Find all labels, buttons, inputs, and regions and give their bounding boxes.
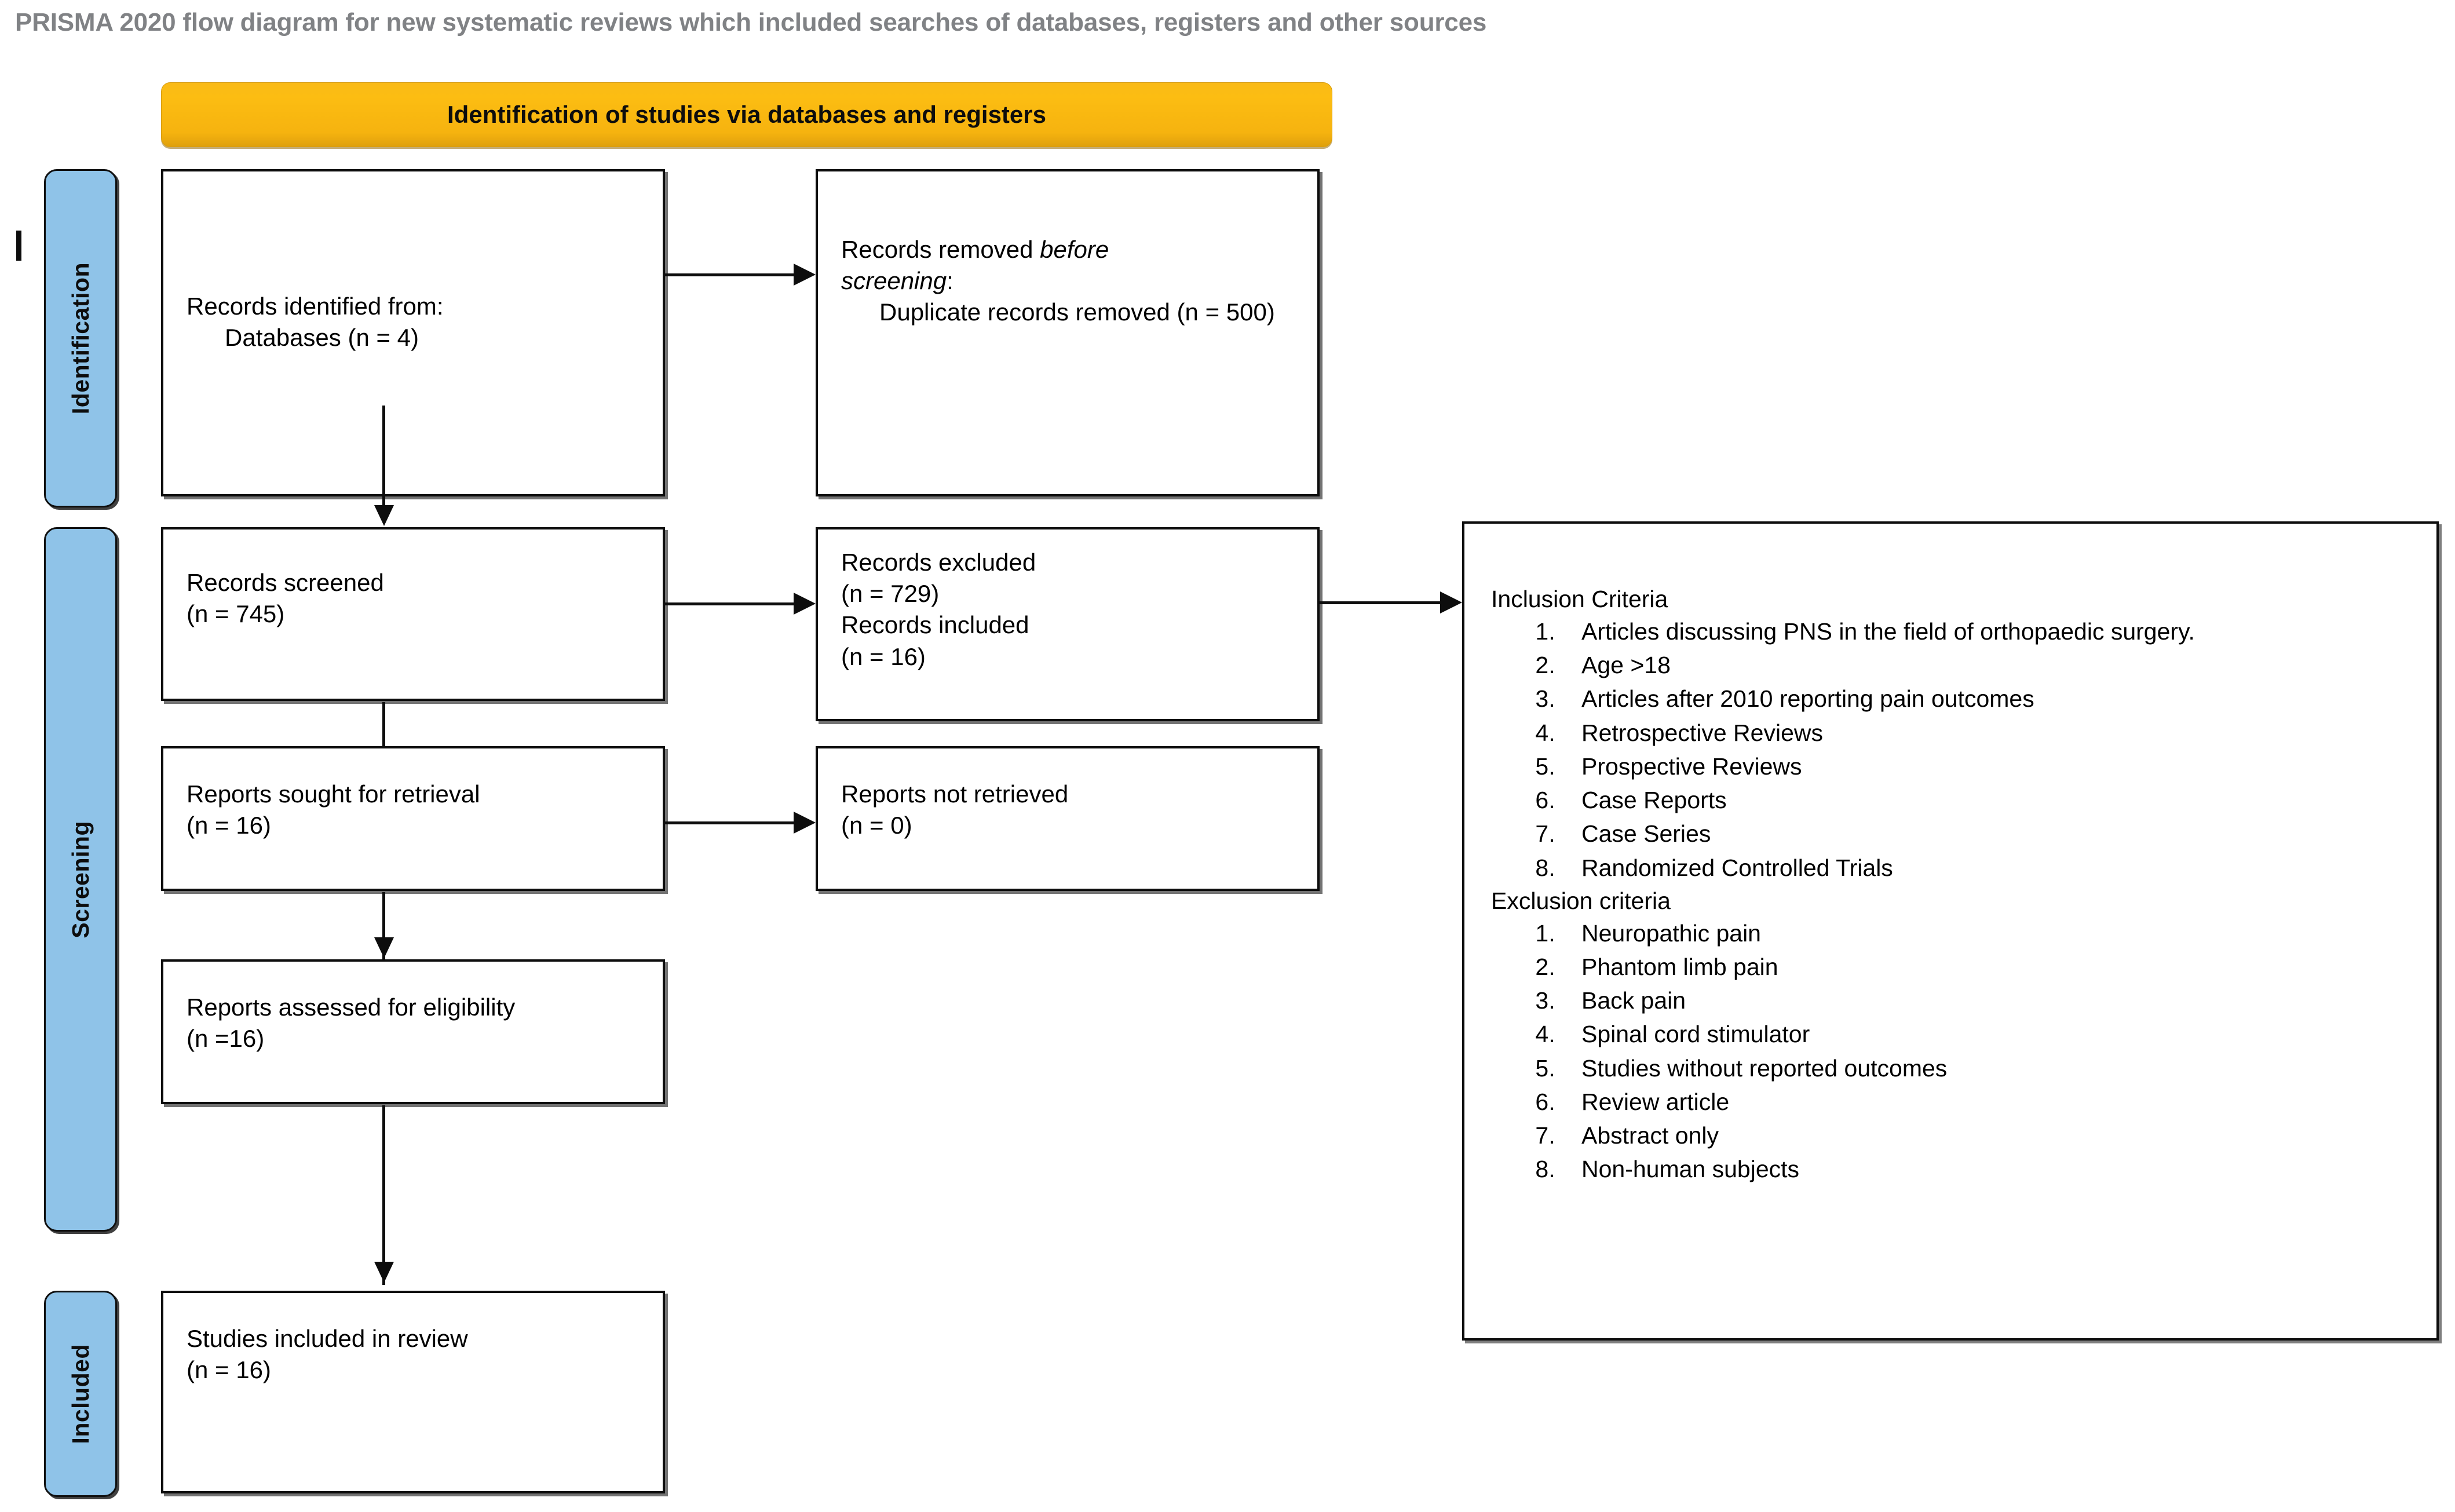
records-screened-line2: (n = 745) (187, 600, 285, 628)
inclusion-criteria-list: Articles discussing PNS in the field of … (1491, 615, 2424, 885)
records-included-line3: Records included (841, 611, 1029, 639)
rail-included: Included (44, 1291, 117, 1497)
records-excluded-line2: (n = 729) (841, 580, 940, 608)
records-screened-line1: Records screened (187, 569, 384, 596)
studies-included-line1: Studies included in review (187, 1325, 468, 1352)
records-identified-line2: Databases (n = 4) (225, 324, 419, 352)
rail-screening: Screening (44, 527, 117, 1232)
list-item: Case Reports (1562, 783, 2424, 817)
stage-banner-identification: Identification of studies via databases … (161, 82, 1332, 147)
list-item: Abstract only (1562, 1119, 2424, 1152)
connector-screened-to-sought (382, 702, 385, 772)
arrowhead-identified-to-removed (794, 264, 816, 286)
reports-sought-line1: Reports sought for retrieval (187, 780, 480, 808)
list-item: Randomized Controlled Trials (1562, 851, 2424, 885)
reports-not-retrieved-line1: Reports not retrieved (841, 780, 1069, 808)
list-item: Back pain (1562, 984, 2424, 1017)
connector-screened-to-excluded (665, 602, 797, 605)
records-removed-em-before: before (1040, 236, 1109, 263)
list-item: Studies without reported outcomes (1562, 1051, 2424, 1085)
connector-sought-to-assessed (382, 892, 385, 962)
box-reports-assessed: Reports assessed for eligibility (n =16) (161, 959, 665, 1104)
exclusion-criteria-list: Neuropathic pain Phantom limb pain Back … (1491, 916, 2424, 1186)
arrowhead-assessed-to-included (374, 1262, 394, 1283)
list-item: Spinal cord stimulator (1562, 1017, 2424, 1051)
arrowhead-sought-to-not-retrieved (794, 812, 816, 834)
list-item: Articles discussing PNS in the field of … (1562, 615, 2424, 648)
arrowhead-identified-to-screened (374, 505, 394, 526)
connector-sought-to-not-retrieved (665, 821, 797, 824)
records-removed-duplicates: Duplicate records removed (n = 500) (879, 298, 1275, 326)
reports-not-retrieved-line2: (n = 0) (841, 812, 912, 839)
box-records-screened: Records screened (n = 745) (161, 527, 665, 701)
list-item: Articles after 2010 reporting pain outco… (1562, 682, 2424, 715)
rail-identification-label: Identification (67, 262, 94, 415)
box-reports-sought: Reports sought for retrieval (n = 16) (161, 746, 665, 891)
records-excluded-line1: Records excluded (841, 549, 1036, 576)
records-removed-line1-prefix: Records removed (841, 236, 1040, 263)
arrowhead-sought-to-assessed (374, 937, 394, 958)
list-item: Non-human subjects (1562, 1152, 2424, 1186)
page-title: PRISMA 2020 flow diagram for new systema… (15, 8, 1487, 36)
box-records-removed-before-screening: Records removed before screening: Duplic… (816, 169, 1320, 496)
inclusion-criteria-heading: Inclusion Criteria (1491, 586, 1668, 612)
stage-banner-label: Identification of studies via databases … (447, 101, 1046, 128)
box-reports-not-retrieved: Reports not retrieved (n = 0) (816, 746, 1320, 891)
connector-identified-to-removed (665, 273, 797, 276)
connector-assessed-to-included (382, 1105, 385, 1285)
arrowhead-screened-to-excluded (794, 593, 816, 615)
records-identified-line1: Records identified from: (187, 293, 444, 320)
box-studies-included: Studies included in review (n = 16) (161, 1291, 665, 1493)
rail-screening-label: Screening (67, 820, 94, 938)
studies-included-line2: (n = 16) (187, 1356, 271, 1384)
exclusion-criteria-heading: Exclusion criteria (1491, 887, 1671, 914)
list-item: Neuropathic pain (1562, 916, 2424, 950)
list-item: Prospective Reviews (1562, 750, 2424, 783)
reports-assessed-line1: Reports assessed for eligibility (187, 994, 516, 1021)
rail-included-label: Included (67, 1343, 94, 1444)
reports-assessed-line2: (n =16) (187, 1025, 265, 1053)
box-records-excluded: Records excluded (n = 729) Records inclu… (816, 527, 1320, 721)
connector-identified-to-screened (382, 406, 385, 516)
records-removed-colon: : (947, 267, 953, 295)
list-item: Review article (1562, 1085, 2424, 1119)
margin-tick-mark (16, 231, 21, 261)
list-item: Case Series (1562, 817, 2424, 850)
list-item: Retrospective Reviews (1562, 716, 2424, 750)
reports-sought-line2: (n = 16) (187, 812, 271, 839)
connector-excluded-to-criteria (1320, 601, 1444, 604)
arrowhead-excluded-to-criteria (1440, 591, 1462, 613)
list-item: Phantom limb pain (1562, 950, 2424, 984)
panel-inclusion-exclusion-criteria: Inclusion Criteria Articles discussing P… (1462, 521, 2439, 1341)
box-records-identified: Records identified from: Databases (n = … (161, 169, 665, 496)
records-removed-em-screening: screening (841, 267, 947, 295)
records-included-line4: (n = 16) (841, 642, 926, 670)
rail-identification: Identification (44, 169, 117, 507)
list-item: Age >18 (1562, 648, 2424, 682)
